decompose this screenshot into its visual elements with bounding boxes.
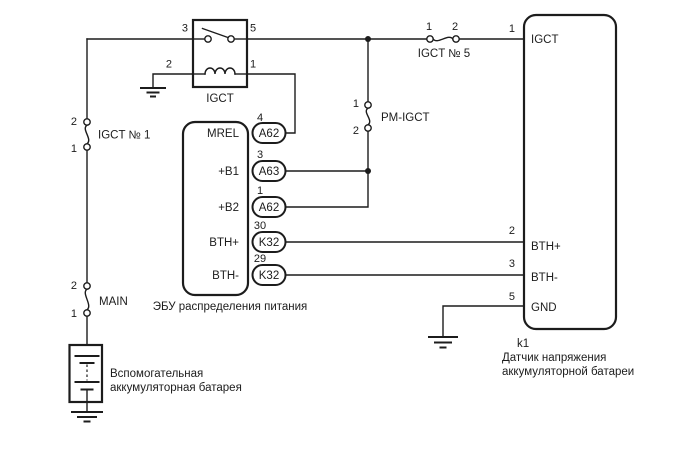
fuse-pm-igct: 1 2 PM-IGCT <box>353 98 430 137</box>
fuse-igct5-terminal-left <box>426 35 434 43</box>
fuse-pmigct-terminal-top <box>364 101 372 109</box>
ecu-pin-bthp-label: BTH+ <box>209 237 239 249</box>
fuse-main-pin-top: 2 <box>71 280 77 292</box>
sensor-pin-igct-label: IGCT <box>531 34 558 46</box>
wire-relay-pin1-to-mrel <box>246 73 296 134</box>
ecu-connector-b1-code: A63 <box>259 166 279 178</box>
ecu-box <box>181 120 250 297</box>
fuse-pmigct-terminal-bottom <box>364 124 372 132</box>
fuse-pmigct-label: PM-IGCT <box>381 112 430 124</box>
ecu-connector-b1 <box>251 160 287 182</box>
ground-symbol-relay <box>140 87 166 98</box>
relay-pin3-number: 3 <box>182 23 188 35</box>
battery-box <box>68 343 104 404</box>
fuse-pmigct-pin-bottom: 2 <box>353 125 359 137</box>
ecu-connector-mrel-code: A62 <box>259 128 279 140</box>
fuse-igct1-terminal-bottom <box>83 143 91 151</box>
fuse-main-terminal-bottom <box>83 309 91 317</box>
sensor-pin-gnd-label: GND <box>531 302 557 314</box>
relay-pin5-number: 5 <box>250 23 256 35</box>
ecu-pin-bthm-label: BTH- <box>212 270 239 282</box>
sensor-caption-line2: аккумуляторной батареи <box>502 366 634 378</box>
fuse-igct1-label: IGCT № 1 <box>98 130 150 142</box>
fuse-igct5-terminal-right <box>452 35 460 43</box>
sensor-pin-bthm-label: BTH- <box>531 272 558 284</box>
fuse-main-element <box>84 288 90 311</box>
fuse-main-pin-bottom: 1 <box>71 308 77 320</box>
relay-igct: 3 5 2 1 IGCT <box>140 18 256 105</box>
fuse-main-terminal-top <box>83 282 91 290</box>
ecu-power-distribution: ЭБУ распределения питания MREL A62 4 +B1… <box>153 112 308 313</box>
relay-label: IGCT <box>206 93 233 105</box>
battery-voltage-sensor: 1 IGCT 2 BTH+ 3 BTH- 5 GND k1 Датчик нап… <box>428 13 634 378</box>
relay-contact-left <box>204 35 212 43</box>
sensor-caption-line1: Датчик напряжения <box>502 352 606 364</box>
sensor-box <box>522 13 618 331</box>
ecu-connector-bthp <box>251 231 287 253</box>
ecu-connector-b2 <box>251 196 287 218</box>
ecu-pin-b2-number: 1 <box>257 185 263 197</box>
ecu-connector-mrel <box>251 122 287 144</box>
sensor-pin-igct-number: 1 <box>509 23 515 35</box>
fuse-igct5-label: IGCT № 5 <box>418 48 470 60</box>
relay-coil-icon <box>204 67 236 75</box>
ecu-pin-mrel-label: MREL <box>207 128 240 140</box>
wire-gnd <box>442 305 525 338</box>
fuse-igct5-pin-left: 1 <box>426 21 432 33</box>
fuse-igct5: 1 2 IGCT № 5 <box>418 21 470 60</box>
fuse-igct1: 2 1 IGCT № 1 <box>71 116 151 155</box>
auxiliary-battery: Вспомогательная аккумуляторная батарея <box>68 343 242 423</box>
ecu-pin-mrel-number: 4 <box>257 112 263 124</box>
ecu-pin-b1-label: +B1 <box>218 166 239 178</box>
ecu-pin-b1-number: 3 <box>257 149 263 161</box>
fuse-igct1-terminal-top <box>83 118 91 126</box>
junction-dot-top <box>365 36 371 42</box>
wire-relay-pin2-ground <box>152 73 194 89</box>
wiring <box>86 36 525 357</box>
fuse-main-label: MAIN <box>99 296 128 308</box>
fuse-igct5-pin-right: 2 <box>452 21 458 33</box>
fuse-igct1-pin-bottom: 1 <box>71 143 77 155</box>
sensor-pin-bthm-number: 3 <box>509 258 515 270</box>
sensor-pin-bthp-label: BTH+ <box>531 241 561 253</box>
fuse-pmigct-pin-top: 1 <box>353 98 359 110</box>
junction-dot-b1 <box>365 168 371 174</box>
fuse-main: 2 1 MAIN <box>71 280 128 320</box>
ecu-connector-b2-code: A62 <box>259 202 279 214</box>
ecu-pin-bthm-number: 29 <box>254 253 266 265</box>
relay-contact-right <box>227 35 235 43</box>
fuse-pmigct-element <box>365 107 371 126</box>
ecu-connector-bthm-code: K32 <box>259 270 279 282</box>
sensor-id: k1 <box>517 338 529 350</box>
relay-pin1-number: 1 <box>250 59 256 71</box>
ground-symbol-battery <box>71 411 103 423</box>
wire-pmigct-to-b2 <box>285 130 369 208</box>
ecu-caption: ЭБУ распределения питания <box>153 301 308 313</box>
ecu-pin-b2-label: +B2 <box>218 202 239 214</box>
relay-box <box>191 18 249 89</box>
sensor-pin-gnd-number: 5 <box>509 291 515 303</box>
ecu-connector-bthp-code: K32 <box>259 237 279 249</box>
battery-label-line1: Вспомогательная <box>110 368 203 380</box>
fuse-igct1-element <box>84 124 90 145</box>
ground-symbol-sensor <box>428 336 458 349</box>
ecu-connector-bthm <box>251 264 287 286</box>
relay-switch-blade <box>201 27 229 39</box>
sensor-pin-bthp-number: 2 <box>509 225 515 237</box>
relay-pin2-number: 2 <box>166 59 172 71</box>
battery-label-line2: аккумуляторная батарея <box>110 382 242 394</box>
fuse-igct5-element <box>432 36 454 42</box>
fuse-igct1-pin-top: 2 <box>71 116 77 128</box>
ecu-pin-bthp-number: 30 <box>254 220 266 232</box>
